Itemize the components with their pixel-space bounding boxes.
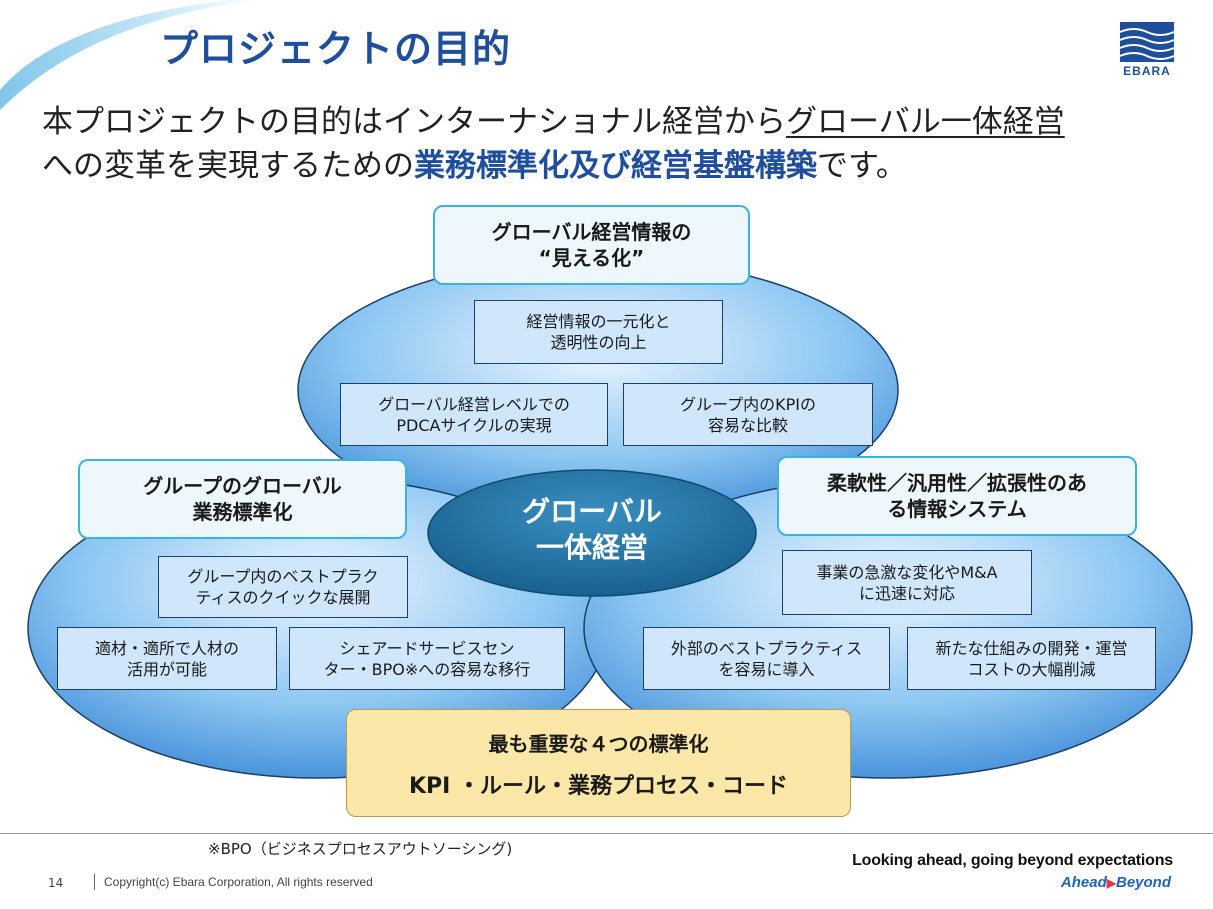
box-line: 適材・適所で人材の (94, 638, 239, 658)
box-kpi-comparison: グループ内のKPIの 容易な比較 (623, 383, 873, 446)
intro-part-1: 本プロジェクトの目的はインターナショナル経営から (42, 104, 786, 140)
brand-arrow-icon: ▶ (1106, 876, 1116, 890)
header-information-system: 柔軟性／汎用性／拡張性のあ る情報システム (777, 456, 1137, 536)
box-line: を容易に導入 (718, 659, 815, 679)
box-line: 透明性の向上 (550, 333, 647, 352)
footer-divider (0, 833, 1213, 834)
box-line: 経営情報の一元化と (526, 312, 671, 331)
standardization-box: 最も重要な４つの標準化 KPI ・ルール・業務プロセス・コード (346, 709, 851, 817)
header-standardization: グループのグローバル 業務標準化 (78, 459, 407, 539)
brand-left: Ahead (1060, 874, 1107, 891)
ellipse-center (427, 469, 757, 597)
box-pdca: グローバル経営レベルでの PDCAサイクルの実現 (340, 383, 608, 446)
box-line: 新たな仕組みの開発・運営 (935, 638, 1128, 658)
box-line: シェアードサービスセン (339, 638, 515, 658)
header-visualization-line-2: “見える化” (538, 246, 645, 270)
center-label: グローバル 一体経営 (428, 494, 756, 566)
box-info-centralization: 経営情報の一元化と 透明性の向上 (474, 300, 723, 364)
brand-mark: Ahead▶Beyond (1061, 874, 1171, 891)
intro-text: 本プロジェクトの目的はインターナショナル経営からグローバル一体経営 への変革を実… (42, 100, 1192, 188)
footer-separator (94, 874, 95, 890)
box-line: グループ内のベストプラク (187, 567, 379, 586)
box-talent: 適材・適所で人材の 活用が可能 (57, 627, 277, 690)
box-line: グローバル経営レベルでの (378, 394, 570, 414)
copyright: Copyright(c) Ebara Corporation, All righ… (104, 875, 373, 889)
logo-wave-icon (1119, 22, 1175, 62)
center-line-2: 一体経営 (535, 531, 648, 564)
intro-part-2: への変革を実現するための (42, 148, 414, 184)
box-line: グループ内のKPIの (680, 394, 816, 414)
intro-line-2: への変革を実現するための業務標準化及び経営基盤構築です。 (42, 144, 1192, 188)
header-visualization: グローバル経営情報の “見える化” (433, 205, 750, 285)
brand-right: Beyond (1115, 874, 1171, 891)
header-information-system-line-2: る情報システム (887, 497, 1027, 521)
tagline: Looking ahead, going beyond expectations (852, 852, 1173, 869)
box-shared-service: シェアードサービスセン ター・BPO※への容易な移行 (289, 627, 565, 690)
intro-underlined: グローバル一体経営 (786, 104, 1065, 140)
box-line: 活用が可能 (126, 659, 207, 679)
intro-line-1: 本プロジェクトの目的はインターナショナル経営からグローバル一体経営 (42, 100, 1192, 144)
intro-part-3: です。 (817, 148, 907, 184)
standardization-title: 最も重要な４つの標準化 (488, 732, 709, 756)
intro-highlight: 業務標準化及び経営基盤構築 (414, 148, 817, 184)
box-external-best-practice: 外部のベストプラクティス を容易に導入 (643, 627, 890, 690)
header-standardization-line-2: 業務標準化 (192, 500, 293, 524)
box-line: 容易な比較 (707, 415, 788, 435)
box-line: 事業の急激な変化やM&A (816, 562, 998, 582)
box-line: ティスのクイックな展開 (195, 588, 371, 607)
box-line: PDCAサイクルの実現 (396, 415, 552, 435)
footnote: ※BPO（ビジネスプロセスアウトソーシング) (208, 840, 513, 858)
header-visualization-line-1: グローバル経営情報の (491, 220, 692, 244)
box-line: ター・BPO※への容易な移行 (323, 659, 531, 679)
logo-text: EBARA (1123, 64, 1171, 78)
box-line: 外部のベストプラクティス (670, 638, 863, 658)
box-best-practice-rollout: グループ内のベストプラク ティスのクイックな展開 (158, 556, 408, 618)
box-ma-response: 事業の急激な変化やM&A に迅速に対応 (782, 550, 1032, 615)
header-standardization-line-1: グループのグローバル (143, 474, 342, 498)
box-line: コストの大幅削減 (967, 659, 1096, 679)
center-line-1: グローバル (522, 495, 662, 528)
box-cost-reduction: 新たな仕組みの開発・運営 コストの大幅削減 (907, 627, 1156, 690)
slide-title: プロジェクトの目的 (160, 27, 512, 71)
ebara-logo: EBARA (1118, 20, 1176, 78)
page-number: 14 (48, 876, 64, 890)
header-swoosh (0, 0, 260, 110)
box-line: に迅速に対応 (858, 583, 955, 603)
standardization-items: KPI ・ルール・業務プロセス・コード (408, 774, 789, 799)
header-information-system-line-1: 柔軟性／汎用性／拡張性のあ (827, 471, 1087, 495)
